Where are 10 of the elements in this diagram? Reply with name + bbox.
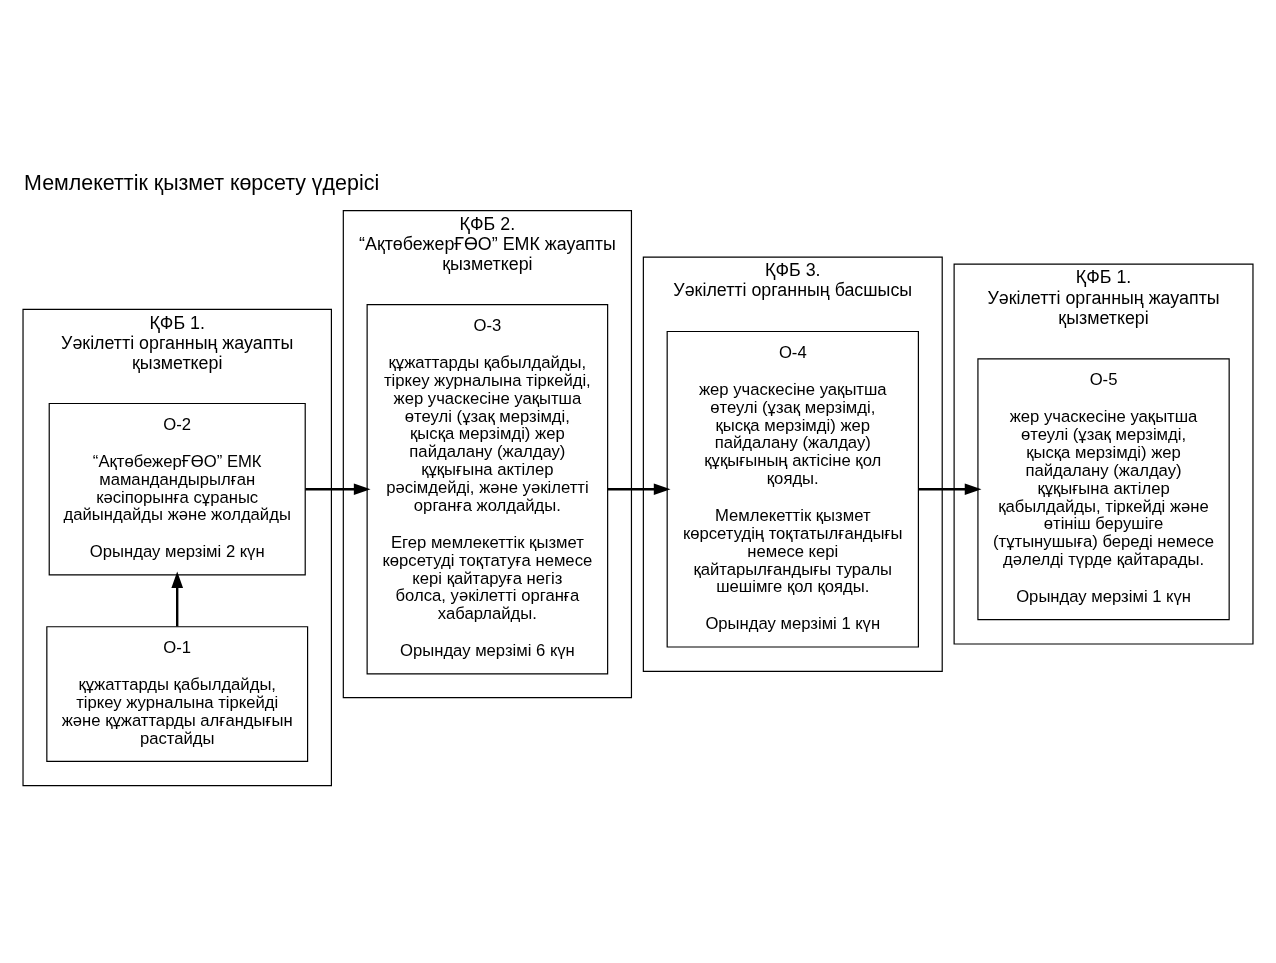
node-box: О-2 “АқтөбежерҒӨО” ЕМК мамандандырылған кәсіпорынға сұраныс дайындайды және жолдайды Орындау мерзімі 2 күн xyxy=(48,402,306,576)
arrow xyxy=(305,483,371,496)
node-box: О-1 құжаттарды қабылдайды, тіркеу журналына тіркейді және құжаттарды алғандығын растайды xyxy=(46,626,309,762)
arrow xyxy=(918,483,982,496)
diagram-title: Мемлекеттік қызмет көрсету үдерісі xyxy=(24,170,380,195)
node-box: О-3 құжаттарды қабылдайды, тіркеу журналына тіркейді, жер учаскесіне уақытша өтеулі (ұзақ мерзімді, қысқа мерзімді) жер пайдалану (жалдау) құқығына актілер рәсімдейді, және уәкілетті органға жолдайды. Егер мемлекеттік қызмет көрсетуді тоқтатуға немесе кері қайтаруға негіз болса, уәкілетті органға хабарлайды. Орындау мерзімі 6 күн xyxy=(366,304,609,675)
arrow xyxy=(607,483,671,496)
node-box: О-4 жер учаскесіне уақытша өтеулі (ұзақ мерзімді, қысқа мерзімді) жер пайдалану (жалдау) құқығының актісіне қол қояды. Мемлекеттік қызмет көрсетудің тоқтатылғандығы немесе кері қайтарылғандығы туралы шешімге қол қояды. Орындау мерзімі 1 күн xyxy=(666,330,919,648)
arrow xyxy=(171,571,184,627)
node-box: О-5 жер учаскесіне уақытша өтеулі (ұзақ мерзімді, қысқа мерзімді) жер пайдалану (жалдау) құқығына актілер қабылдайды, тіркейді және өтініш берушіге (тұтынушыға) береді немесе дәлелді түрде қайтарады. Орындау мерзімі 1 күн xyxy=(977,358,1230,621)
